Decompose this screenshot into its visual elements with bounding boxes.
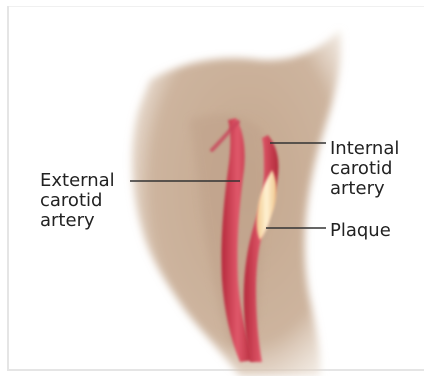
plaque-label: Plaque — [330, 221, 420, 241]
external-carotid-label: External carotid artery — [40, 171, 130, 231]
internal-carotid-label: Internal carotid artery — [330, 139, 426, 199]
